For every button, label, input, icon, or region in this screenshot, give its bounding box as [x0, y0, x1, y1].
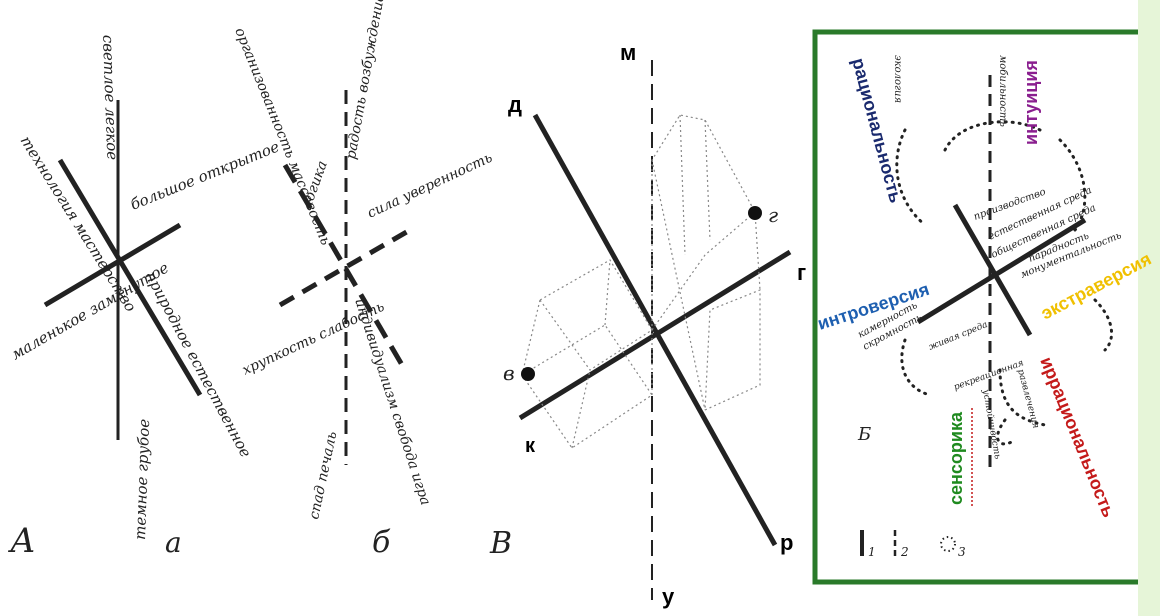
panel-b-sub: б [372, 525, 391, 560]
label-intuition: интуиция [1021, 60, 1041, 145]
label-a-lower-right: природное естественное [141, 268, 255, 460]
panel-b: организованность массовость радость возб… [231, 0, 495, 560]
point-g [748, 206, 762, 220]
note-ecology: экология [892, 55, 903, 103]
label-b-top-right: радость возбуждение [343, 0, 388, 161]
legend-dotted-swatch [940, 536, 956, 552]
label-u: у [662, 584, 675, 609]
dotted-arcs [895, 120, 1114, 446]
panel-b-colored: рациональность интуиция интроверсия экст… [812, 0, 1160, 616]
label-a-bottom: темное грубое [131, 418, 153, 540]
panel-a-letter: А [8, 521, 36, 561]
side-strip [1138, 0, 1160, 616]
label-k: к [525, 435, 536, 457]
axis-cross-bc [916, 217, 1087, 325]
label-b-lower-right: индивидуализм свобода игра [351, 296, 433, 507]
legend-3: 3 [958, 545, 966, 559]
legend-1: 1 [868, 545, 876, 559]
label-a-upper-right: большое открытое [128, 137, 282, 213]
panel-b-colored-letter: Б [857, 424, 871, 445]
point-v [521, 367, 535, 381]
axis-diagonal-a [57, 158, 203, 397]
axis-diagonal-b [282, 163, 408, 372]
panel-v: м у д р к г в г В [489, 40, 806, 609]
label-b-top-left: организованность массовость [231, 26, 333, 248]
axis-d-r [532, 113, 778, 547]
label-d: д [508, 92, 522, 117]
label-r: р [780, 530, 793, 555]
axis-diagonal-bc [952, 203, 1033, 337]
legend-2: 2 [900, 545, 909, 559]
label-m: м [620, 40, 636, 65]
label-sensing: сенсорика [946, 411, 966, 505]
point-label-g: г [768, 203, 778, 227]
label-b-upper-right: сила уверенность [365, 150, 495, 222]
note-mobility: мобильность [997, 55, 1008, 127]
axis-cross-a [43, 222, 182, 308]
panel-a-sub: а [165, 526, 182, 559]
label-a-top: светлое легкое [99, 35, 121, 161]
panel-a: светлое легкое технология мастерство бол… [8, 35, 282, 561]
panel-v-letter: В [489, 526, 512, 561]
label-g-axis: г [797, 260, 806, 285]
panel-frame [812, 29, 1148, 585]
point-label-v: в [503, 361, 515, 385]
label-b-bottom: спад печаль [306, 430, 340, 521]
dotted-boxes [521, 114, 761, 449]
axis-k-g [518, 249, 792, 421]
